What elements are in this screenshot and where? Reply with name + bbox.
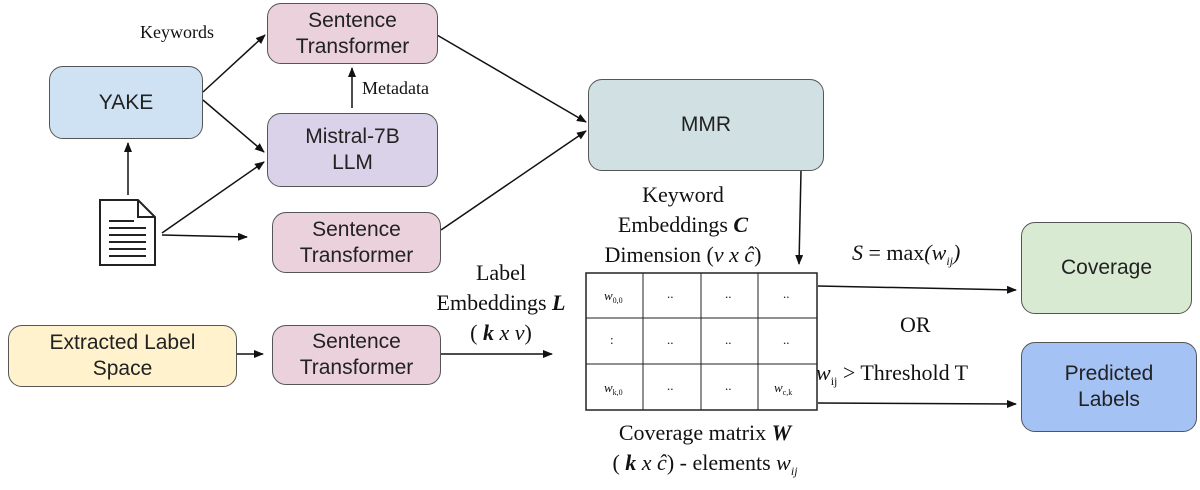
matrix-cell-1-3: ..: [783, 332, 790, 347]
arrow-mmr-to-matrix: [795, 170, 804, 265]
matrix-cell-2-1: ..: [667, 378, 674, 393]
coverage-node: Coverage: [1021, 222, 1192, 314]
arrow-matrix-to-predicted: [817, 399, 1017, 408]
keywords-label: Keywords: [140, 22, 214, 42]
arrow-matrix-to-coverage: [817, 285, 1017, 294]
metadata-label: Metadata: [362, 78, 429, 98]
or-label: OR: [900, 312, 931, 337]
arrow-st-mid-to-mmr: [440, 130, 587, 231]
matrix-cell-0-2: ..: [725, 286, 732, 301]
mmr-node: MMR: [588, 79, 824, 171]
matrix-cell-0-3: ..: [783, 286, 790, 301]
keyword-embeddings-label: Keyword Embeddings C Dimension (v x ĉ): [604, 182, 762, 267]
yake-node: YAKE: [49, 66, 203, 139]
coverage-matrix-caption: Coverage matrix W ( k x ĉ) - elements wi…: [612, 420, 798, 478]
arrow-yake-to-st-top: [202, 34, 266, 93]
matrix-cell-2-2: ..: [725, 378, 732, 393]
matrix-cell-0-0: w0,0: [604, 288, 623, 305]
matrix-cell-2-0: wk,0: [604, 380, 623, 397]
matrix-cell-1-0: :: [610, 332, 614, 347]
matrix-cell-1-2: ..: [725, 332, 732, 347]
label-embeddings-label: Label Embeddings L ( k x v): [436, 260, 566, 345]
arrow-st-top-to-mmr: [436, 34, 587, 123]
arrow-doc-to-st-mid: [161, 232, 248, 241]
score-formula: S = max(wij): [852, 240, 961, 268]
arrow-yake-to-mistral: [202, 99, 265, 153]
coverage-matrix: w0,0 .. .. .. : .. .. .. wk,0 .. .. wc,k: [585, 272, 818, 411]
arrow-doc-to-mistral: [161, 161, 265, 234]
document-icon: [99, 199, 156, 266]
threshold-label: wij > Threshold T: [816, 360, 969, 388]
matrix-cell-2-3: wc,k: [774, 380, 792, 397]
matrix-cell-1-1: ..: [667, 332, 674, 347]
matrix-cell-0-1: ..: [667, 286, 674, 301]
